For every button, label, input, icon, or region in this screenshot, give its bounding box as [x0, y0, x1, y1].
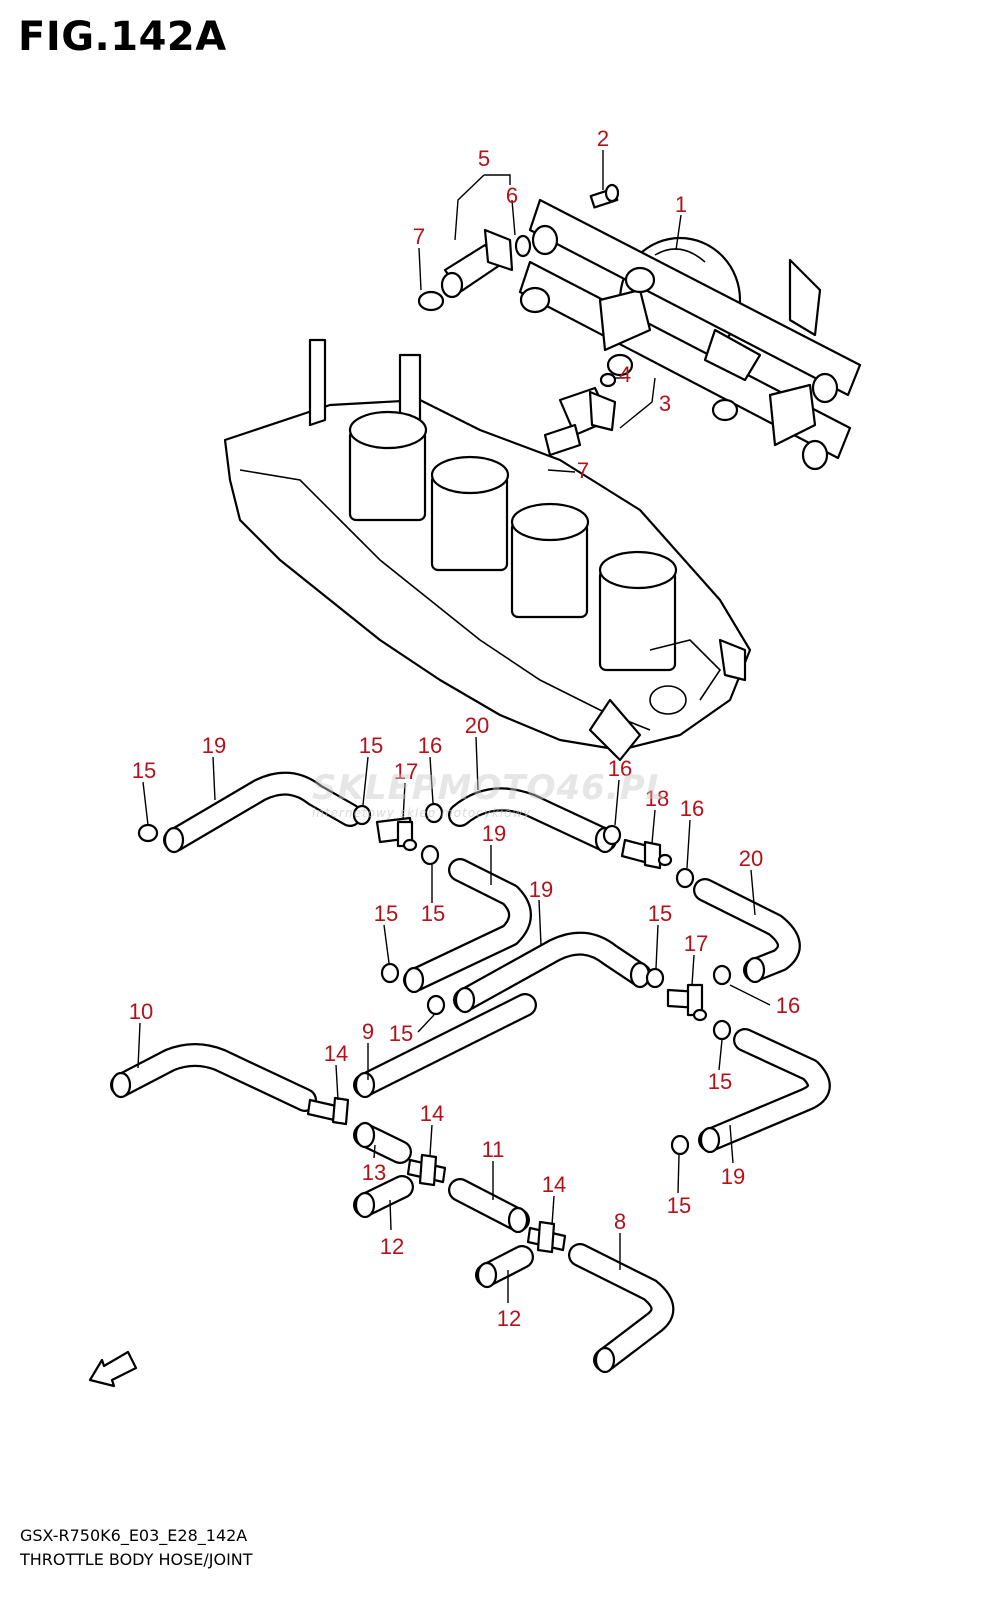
- joint-17-upper[interactable]: [375, 816, 418, 852]
- watermark-subtitle: internetowy sklep motocyklowy: [312, 806, 532, 820]
- joint-18[interactable]: [620, 838, 673, 870]
- callout-15: 15: [132, 758, 156, 783]
- callout-13: 13: [362, 1160, 386, 1185]
- hose-10[interactable]: [110, 1043, 317, 1112]
- o-ring-lower[interactable]: [599, 372, 617, 388]
- hose-8[interactable]: [568, 1243, 675, 1374]
- hose-19-upper-left[interactable]: [163, 771, 362, 854]
- callout-15: 15: [667, 1193, 691, 1218]
- callout-6: 6: [506, 183, 518, 208]
- callout-2: 2: [597, 126, 609, 151]
- hose-11[interactable]: [448, 1178, 530, 1234]
- clamp[interactable]: [426, 994, 446, 1016]
- joint-14-center[interactable]: [406, 1153, 447, 1187]
- hose-19-lower-right[interactable]: [698, 1028, 831, 1154]
- clamp[interactable]: [675, 867, 695, 889]
- callout-18: 18: [645, 786, 669, 811]
- callout-15: 15: [648, 901, 672, 926]
- callout-16: 16: [608, 756, 632, 781]
- clamp[interactable]: [352, 804, 372, 826]
- clamp[interactable]: [712, 964, 732, 986]
- fwd-arrow-icon: FWD: [88, 1350, 138, 1388]
- hose-9[interactable]: [353, 993, 537, 1099]
- callout-9: 9: [362, 1019, 374, 1044]
- joint-14-right[interactable]: [526, 1220, 567, 1254]
- callout-11: 11: [482, 1137, 505, 1162]
- throttle-body: [223, 338, 752, 762]
- callout-5: 5: [478, 146, 490, 171]
- clamp[interactable]: [424, 802, 444, 824]
- callout-20: 20: [465, 713, 489, 738]
- callout-19: 19: [482, 821, 506, 846]
- callout-14-center: 14: [420, 1101, 444, 1126]
- callout-4: 4: [619, 362, 631, 387]
- callout-14-left: 14: [324, 1041, 348, 1066]
- callout-16: 16: [418, 733, 442, 758]
- callout-15: 15: [374, 901, 398, 926]
- seal-ring-left[interactable]: [417, 290, 445, 312]
- callout-17-lower: 17: [684, 931, 708, 956]
- figure-caption: THROTTLE BODY HOSE/JOINT: [20, 1550, 253, 1569]
- callout-12-upper: 12: [380, 1234, 404, 1259]
- hose-12-lower[interactable]: [475, 1245, 534, 1289]
- clamp[interactable]: [645, 967, 665, 989]
- callout-19: 19: [529, 877, 553, 902]
- callout-7-upper: 7: [413, 224, 425, 249]
- callout-15: 15: [421, 901, 445, 926]
- callout-14-right: 14: [542, 1172, 566, 1197]
- callout-15: 15: [708, 1069, 732, 1094]
- o-ring-upper[interactable]: [514, 234, 532, 258]
- clamp[interactable]: [602, 824, 622, 846]
- callout-16: 16: [776, 993, 800, 1018]
- callout-19: 19: [721, 1164, 745, 1189]
- fuel-rail-assembly[interactable]: [518, 198, 862, 471]
- hose-12-upper[interactable]: [353, 1175, 414, 1219]
- hose-19-mid[interactable]: [403, 858, 532, 994]
- hose-20-right[interactable]: [693, 878, 801, 984]
- callout-7-lower: 7: [577, 458, 589, 483]
- watermark: SKLEPMOTO46.PL: [312, 768, 669, 808]
- callout-3: 3: [659, 391, 671, 416]
- callout-12-lower: 12: [497, 1306, 521, 1331]
- figure-title: FIG.142A: [18, 14, 227, 60]
- clamp[interactable]: [137, 823, 159, 843]
- bolt[interactable]: [589, 183, 620, 209]
- callout-10: 10: [129, 999, 153, 1024]
- callout-19: 19: [202, 733, 226, 758]
- joint-14-left[interactable]: [306, 1096, 350, 1126]
- callout-15: 15: [359, 733, 383, 758]
- hose-19-long[interactable]: [453, 931, 652, 1014]
- clamp[interactable]: [670, 1134, 690, 1156]
- joint-17-lower[interactable]: [666, 983, 708, 1022]
- callout-labels: 1 2 3 4 5 6 7 7 8 9 10 11 12 12 13 14 14…: [129, 126, 800, 1331]
- clamps: [137, 802, 732, 1156]
- callout-15: 15: [389, 1021, 413, 1046]
- injector-lower[interactable]: [543, 386, 617, 457]
- callout-16: 16: [680, 796, 704, 821]
- callout-8: 8: [614, 1209, 626, 1234]
- hose-13[interactable]: [353, 1121, 412, 1164]
- clamp[interactable]: [380, 962, 400, 984]
- clamp[interactable]: [420, 844, 440, 866]
- leader-lines: [137, 150, 771, 1303]
- callout-1: 1: [675, 192, 687, 217]
- injector-upper[interactable]: [440, 228, 514, 299]
- model-code: GSX-R750K6_E03_E28_142A: [20, 1526, 248, 1545]
- callout-20: 20: [739, 846, 763, 871]
- callout-17-upper: 17: [394, 759, 418, 784]
- clamp[interactable]: [712, 1019, 732, 1041]
